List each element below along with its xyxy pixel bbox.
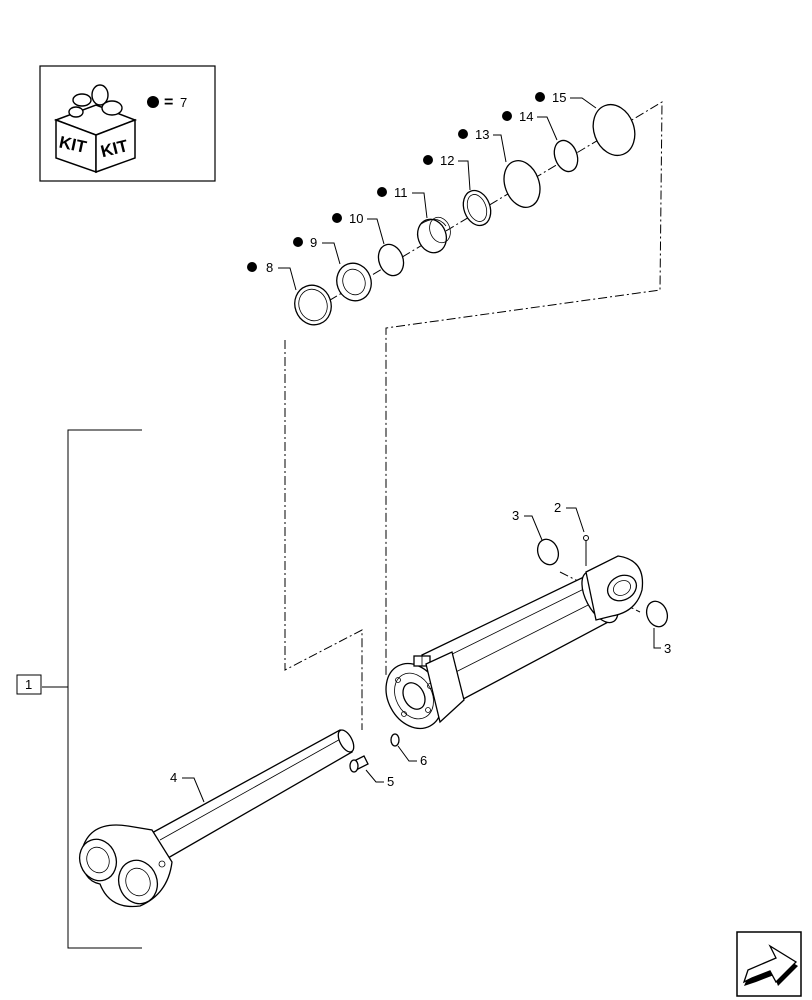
kit-dot-11: [377, 187, 387, 197]
callout-6: 6: [420, 753, 427, 768]
kit-dot-14: [502, 111, 512, 121]
assembly-number: 1: [25, 677, 32, 692]
part-11-bushing: [416, 216, 451, 254]
part-5-bolt: [349, 755, 369, 773]
callout-8: 8: [266, 260, 273, 275]
callout-3-bottom: 3: [664, 641, 671, 656]
kit-callouts: 8 9 10 11 12 13 14 15: [247, 90, 597, 291]
part-15-o-ring: [592, 103, 636, 157]
part-8-snap-ring: [294, 284, 332, 326]
kit-dot-15: [535, 92, 545, 102]
cylinder-barrel: [385, 535, 644, 730]
callout-2: 2: [554, 500, 561, 515]
callout-9: 9: [310, 235, 317, 250]
part-3-pin-ring-bottom: [645, 600, 669, 628]
part-3-pin-ring-top: [536, 538, 560, 566]
part-10-o-ring: [377, 243, 405, 277]
kit-dot-icon: [147, 96, 159, 108]
callout-3-top: 3: [512, 508, 519, 523]
kit-equals: =: [164, 94, 173, 111]
piston-rod: [78, 729, 355, 908]
assembly-bracket: 1: [16, 429, 142, 949]
callout-5: 5: [387, 774, 394, 789]
callout-12: 12: [440, 153, 454, 168]
part-14-o-ring: [553, 139, 579, 173]
part-12-rod-seal: [462, 189, 492, 227]
kit-box-icon: KIT KIT: [53, 84, 138, 174]
part-9-wiper-seal: [336, 262, 372, 302]
part-6-fitting: [390, 733, 400, 747]
kit-dot-13: [458, 129, 468, 139]
callout-4: 4: [170, 770, 177, 785]
kit-dot-8: [247, 262, 257, 272]
kit-dot-10: [332, 213, 342, 223]
kit-dot-9: [293, 237, 303, 247]
callout-14: 14: [519, 109, 533, 124]
callout-15: 15: [552, 90, 566, 105]
assembly-callouts: 2 3 3 4 5 6: [170, 500, 671, 803]
callout-11: 11: [394, 185, 408, 200]
kit-number: 7: [180, 95, 187, 110]
callout-10: 10: [349, 211, 363, 226]
kit-legend: KIT KIT = 7: [39, 65, 216, 182]
part-13-o-ring: [503, 160, 541, 208]
callout-13: 13: [475, 127, 489, 142]
kit-dot-12: [423, 155, 433, 165]
nav-arrow-icon[interactable]: [736, 931, 802, 997]
